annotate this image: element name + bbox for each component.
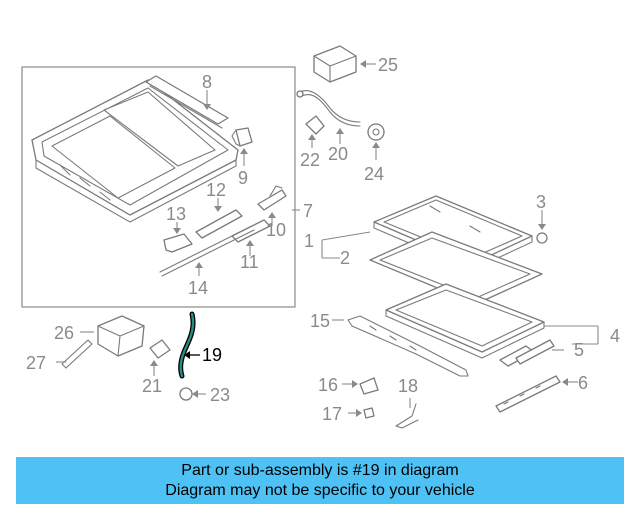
part-16-pad [342,377,379,395]
bracket-leaders [321,231,599,345]
label-12: 12 [206,180,226,200]
part-26-module [80,315,145,357]
inset-frame-box [21,66,296,308]
banner-line-1: Part or sub-assembly is #19 in diagram [181,462,459,479]
label-19: 19 [202,345,222,365]
label-9: 9 [238,168,248,188]
part-20-drain-hose [296,90,361,144]
part-19-drain-tube [178,311,200,379]
part-3-bolt [536,210,548,244]
part-25-motor [313,45,376,83]
label-25: 25 [378,55,398,75]
label-24: 24 [364,164,384,184]
label-27: 27 [26,353,46,373]
label-1: 1 [304,231,314,251]
label-18: 18 [398,376,418,396]
part-27-pin [56,339,93,369]
label-20: 20 [328,144,348,164]
sunroof-frame-assembly [31,79,239,223]
banner-line-2: Diagram may not be specific to your vehi… [165,482,475,499]
label-17: 17 [322,404,342,424]
part-13-block [163,222,193,253]
part-15-deflector [347,315,469,377]
label-5: 5 [574,340,584,360]
label-7: 7 [303,201,313,221]
part-17-clip [348,407,375,419]
label-10: 10 [266,220,286,240]
part-5-link [499,339,564,367]
label-14: 14 [188,278,208,298]
label-23: 23 [210,385,230,405]
label-13: 13 [166,204,186,224]
label-15: 15 [310,311,330,331]
part-24-grommet [367,123,385,160]
label-16: 16 [318,375,338,395]
label-4: 4 [610,326,620,346]
label-21: 21 [142,376,162,396]
label-8: 8 [202,72,212,92]
label-11: 11 [240,252,259,272]
part-8-rail [145,75,229,129]
part-4-frame [385,283,545,359]
label-2: 2 [340,248,350,268]
label-6: 6 [578,373,588,393]
part-23-grommet [179,387,206,401]
info-banner: Part or sub-assembly is #19 in diagram D… [16,457,624,504]
part-22-clip [305,115,325,148]
label-3: 3 [536,192,546,212]
label-26: 26 [54,323,74,343]
part-6-guide-rail [495,375,578,413]
part-12-slide [195,198,243,239]
part-10-link [257,185,300,226]
part-18-bracket [395,398,419,429]
part-21-bracket [149,339,171,376]
label-22: 22 [300,150,320,170]
part-9-bracket [231,127,253,166]
part-14-cable [159,225,255,277]
